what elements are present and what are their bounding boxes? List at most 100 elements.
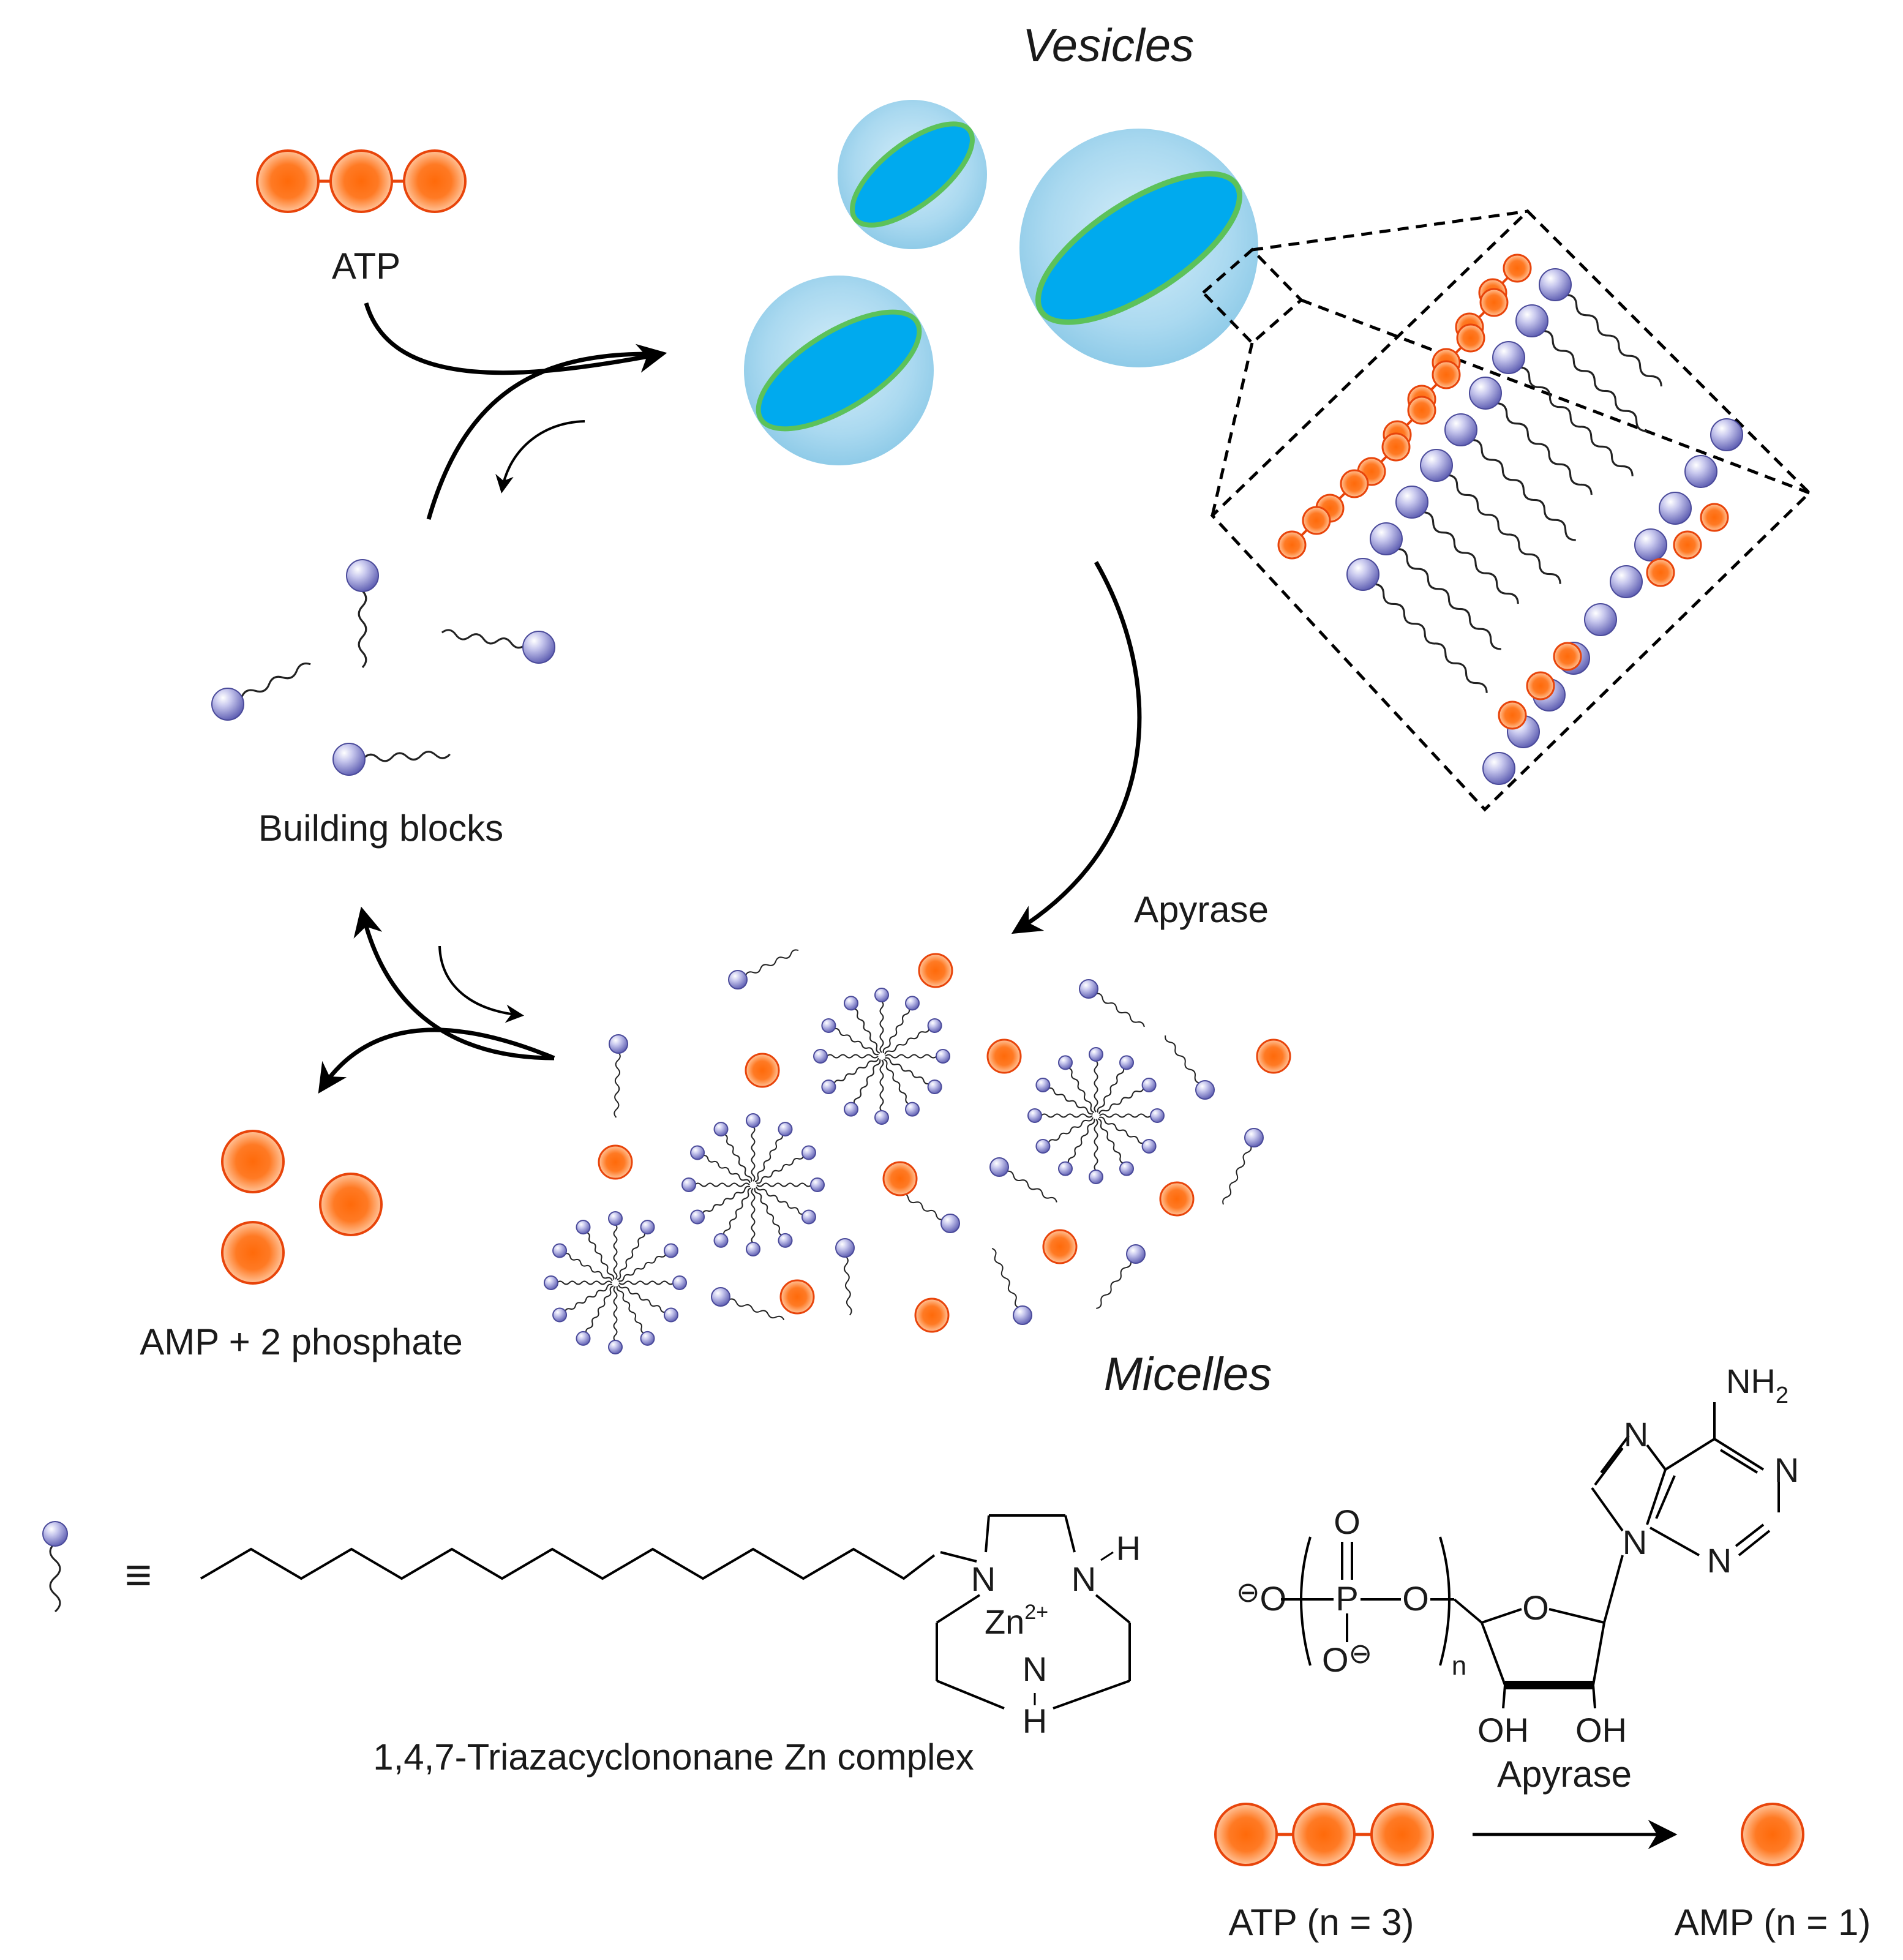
micelle-amphiphile-icon — [1097, 1055, 1134, 1113]
micelle-amphiphile-icon — [1058, 1055, 1095, 1113]
micelle-amphiphile-icon — [746, 1113, 760, 1182]
micelle-amphiphile-icon — [608, 1211, 623, 1280]
atp-n3-label: ATP (n = 3) — [1229, 1902, 1414, 1943]
micelle-amphiphile-icon — [754, 1187, 793, 1248]
micelle-amphiphile-icon — [821, 1018, 879, 1056]
micelle-amphiphile-icon — [844, 1059, 881, 1117]
micelle-amphiphile-icon — [754, 1122, 793, 1182]
ribose-oh-right: OH — [1575, 1711, 1627, 1749]
amp-n1-label: AMP (n = 1) — [1675, 1902, 1871, 1943]
free-amphiphile-icon — [1222, 1128, 1264, 1205]
bilayer-amphiphile-icon — [1444, 413, 1576, 541]
tacn-ring — [936, 1514, 1131, 1710]
free-amphiphile-icon — [711, 1287, 785, 1321]
micelle-amphiphile-icon — [885, 1049, 950, 1064]
bilayer-outer-head-icon — [1482, 752, 1515, 785]
apyrase-reaction-label: Apyrase — [1497, 1754, 1632, 1795]
micelle-amphiphile-icon — [713, 1122, 753, 1182]
micelle-amphiphile-icon — [874, 1059, 889, 1125]
building-blocks-group — [211, 559, 555, 776]
free-amphiphile-icon — [1079, 979, 1145, 1027]
bilayer-atp-icon — [1673, 530, 1702, 560]
tacn-nh2-bond — [1100, 1551, 1114, 1561]
amp-icon — [1042, 1229, 1078, 1264]
tacn-n2: N — [1072, 1560, 1096, 1598]
micelle-amphiphile-icon — [756, 1177, 825, 1192]
adenine-n9: N — [1623, 1523, 1647, 1561]
micelle-amphiphile-icon — [690, 1145, 751, 1184]
bilayer-atp-icon — [1302, 506, 1331, 535]
bilayer-amphiphile-icon — [1395, 486, 1519, 604]
bilayer-atp-icon — [1646, 558, 1675, 587]
free-amphiphile-icon — [835, 1238, 855, 1316]
micelle-amphiphile-icon — [1027, 1108, 1093, 1123]
micelle-amphiphile-icon — [882, 996, 920, 1054]
bilayer-amphiphile-icon — [1515, 304, 1647, 432]
adenine-n7: N — [1624, 1415, 1648, 1454]
bilayer-atp-icon — [1381, 432, 1411, 462]
bilayer-atp-icon — [1479, 288, 1509, 317]
adenine-n3: N — [1707, 1541, 1732, 1580]
amp-icon — [882, 1161, 918, 1196]
bilayer-atp-icon — [1432, 360, 1461, 389]
amp-icon — [914, 1297, 950, 1333]
tacn-n1: N — [971, 1560, 996, 1598]
micelle-amphiphile-icon — [874, 988, 889, 1053]
micelle-amphiphile-icon — [552, 1243, 613, 1282]
bilayer-outer-head-icon — [1584, 603, 1617, 636]
micelle-amphiphile-icon — [618, 1243, 678, 1282]
bilayer-amphiphile-icon — [1539, 268, 1662, 387]
micelle-amphiphile-icon — [618, 1275, 687, 1290]
free-amphiphile-icon — [609, 1034, 628, 1118]
bilayer-atp-icon — [1407, 396, 1436, 425]
micelle-amphiphile-icon — [1097, 1118, 1134, 1176]
vesicle-reverse-arrow — [495, 420, 585, 494]
building-block-legend-icon — [42, 1521, 68, 1613]
micelle-to-blocks-arrow — [353, 906, 555, 1061]
vesicle-to-micelle-arrow — [1011, 561, 1142, 934]
micelle-amphiphile-icon — [813, 1049, 879, 1064]
amp-icon — [598, 1144, 633, 1180]
amp-icon — [745, 1053, 780, 1088]
amp-n1-icon — [1741, 1803, 1804, 1866]
ribose-o: O — [1522, 1588, 1549, 1627]
ribose-oh-left: OH — [1477, 1711, 1529, 1749]
bilayer-amphiphile-icon — [1492, 341, 1634, 476]
building-block-icon — [211, 663, 311, 721]
building-block-icon — [346, 559, 379, 669]
complex-name-label: 1,4,7-Triazacyclononane Zn complex — [373, 1737, 974, 1778]
bilayer-outer-head-icon — [1659, 492, 1692, 525]
blocks-reverse-arrow — [438, 945, 524, 1023]
micelle-amphiphile-icon — [883, 1059, 920, 1117]
micelle-amphiphile-icon — [576, 1220, 615, 1280]
micelle-amphiphile-icon — [756, 1186, 816, 1225]
building-blocks-label: Building blocks — [258, 808, 503, 849]
amp-icon — [1159, 1181, 1195, 1217]
micelle-icon — [813, 988, 950, 1125]
free-amphiphile-icon — [989, 1157, 1057, 1203]
vesicle-large — [1019, 129, 1258, 367]
nucleotide-structure: ⊖O P O O⊖ O n O OH OH — [1236, 1362, 1799, 1749]
building-block-icon — [332, 743, 451, 776]
micelle-amphiphile-icon — [690, 1185, 751, 1225]
micelle-amphiphile-icon — [1035, 1078, 1094, 1115]
tacn-h2: H — [1116, 1529, 1141, 1568]
micelle-amphiphile-icon — [1098, 1078, 1157, 1114]
zoom-callout — [1201, 209, 1812, 812]
amp-phosphate-icons — [221, 1130, 383, 1285]
equivalence-symbol: ≡ — [125, 1549, 152, 1601]
bilayer-outer-head-icon — [1634, 528, 1667, 561]
bilayer-atp-icon — [1526, 671, 1555, 700]
bilayer-atp-icon — [1498, 700, 1527, 730]
micelle-amphiphile-icon — [576, 1285, 614, 1346]
phosphate-o-top: O — [1334, 1503, 1361, 1541]
micelle-amphiphile-icon — [608, 1286, 623, 1354]
micelle-amphiphile-icon — [1089, 1119, 1103, 1184]
bilayer-outer-head-icon — [1684, 455, 1717, 488]
atp-n3-icon — [1214, 1803, 1434, 1866]
adenine-nh2: NH2 — [1726, 1362, 1789, 1408]
tacn-h3: H — [1023, 1702, 1047, 1740]
free-amphiphile-icon — [1165, 1035, 1215, 1100]
micelle-amphiphile-icon — [617, 1220, 655, 1280]
